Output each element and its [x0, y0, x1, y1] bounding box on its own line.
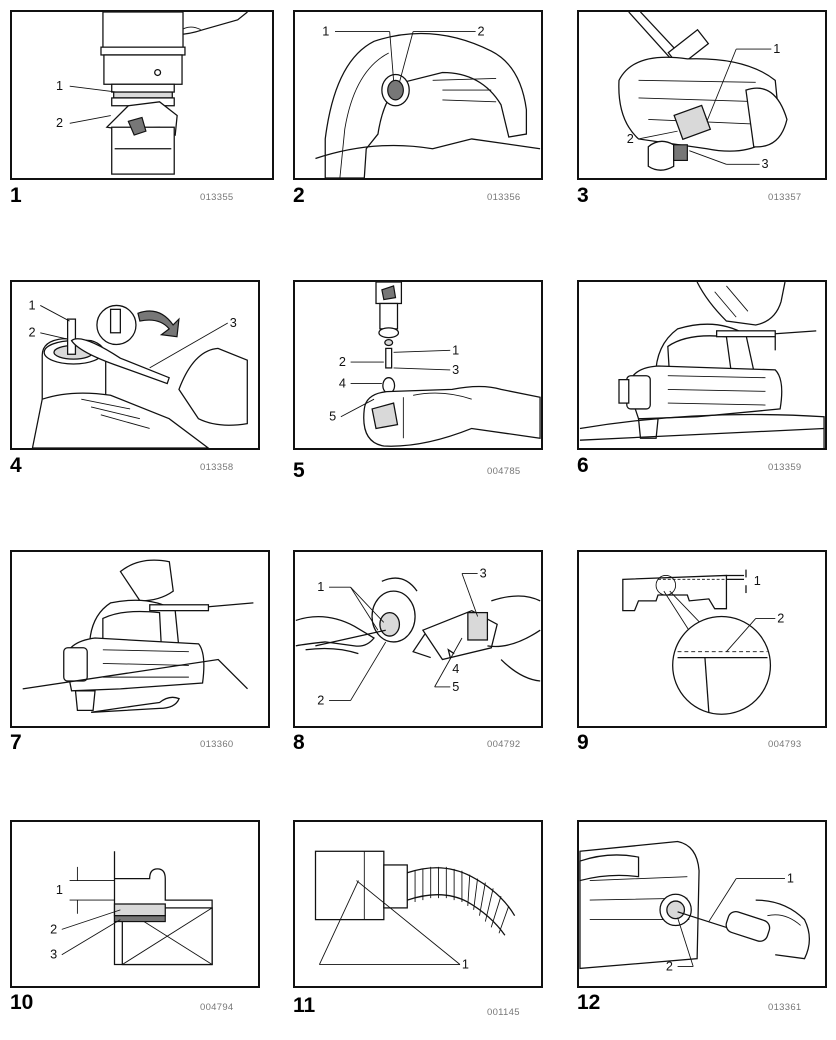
- figure-9-panel: 1 2: [577, 550, 827, 728]
- fig11-code: 001145: [487, 1007, 520, 1018]
- fig10-number: 10: [10, 991, 34, 1014]
- fig8-callout-5: 5: [452, 680, 459, 694]
- fig5-callout-1: 1: [452, 343, 459, 357]
- fig4-callout-2: 2: [29, 326, 36, 340]
- fig2-callout-1: 1: [322, 24, 329, 38]
- fig9-callout-1: 1: [754, 574, 761, 588]
- fig8-callout-2: 2: [317, 693, 324, 707]
- figure-1-panel: 1 2: [10, 10, 274, 180]
- fig9-callout-2: 2: [777, 611, 784, 625]
- figure-4-illustration: 1 2 3: [29, 298, 248, 448]
- fig12-callout-1: 1: [787, 872, 794, 886]
- figure-10-panel: 1 2 3: [10, 820, 260, 988]
- fig4-callout-3: 3: [230, 316, 237, 330]
- fig3-callout-1: 1: [773, 42, 780, 56]
- figure-12-panel: 1 2: [577, 820, 827, 988]
- figure-8-illustration: 1 2 3 4 5: [295, 566, 541, 707]
- fig5-callout-5: 5: [329, 410, 336, 424]
- fig1-number: 1: [10, 184, 22, 207]
- fig7-code: 013360: [200, 739, 234, 750]
- fig1-callout-1: 1: [56, 79, 63, 93]
- figure-3-panel: 1 2 3: [577, 10, 827, 180]
- fig3-callout-2: 2: [627, 132, 634, 146]
- fig8-callout-4: 4: [452, 662, 459, 676]
- fig8-number: 8: [293, 731, 305, 754]
- figure-8-panel: 1 2 3 4 5: [293, 550, 543, 728]
- fig11-callout-1: 1: [462, 957, 469, 971]
- fig2-code: 013356: [487, 192, 521, 203]
- fig10-callout-3: 3: [50, 948, 57, 962]
- figure-6-illustration: [579, 282, 825, 448]
- fig10-code: 004794: [200, 1002, 234, 1013]
- fig3-callout-3: 3: [762, 157, 769, 171]
- figure-7-illustration: [22, 559, 254, 713]
- fig3-code: 013357: [768, 192, 802, 203]
- figure-7-panel: [10, 550, 270, 728]
- figure-2-illustration: 1 2: [315, 24, 541, 178]
- figure-10-illustration: 1 2 3: [50, 851, 213, 966]
- figure-11-illustration: 1: [314, 850, 516, 971]
- figure-11-panel: 1: [293, 820, 543, 988]
- fig1-code: 013355: [200, 192, 234, 203]
- fig8-callout-3: 3: [480, 566, 487, 580]
- fig4-code: 013358: [200, 462, 234, 473]
- fig5-callout-2: 2: [339, 355, 346, 369]
- fig5-code: 004785: [487, 466, 521, 477]
- fig10-callout-1: 1: [56, 883, 63, 897]
- fig6-code: 013359: [768, 462, 802, 473]
- figure-9-illustration: 1 2: [622, 569, 784, 715]
- figure-1-illustration: 1 2: [56, 12, 248, 175]
- figure-12-illustration: 1 2: [579, 840, 811, 973]
- fig7-number: 7: [10, 731, 22, 754]
- fig2-number: 2: [293, 184, 305, 207]
- figure-6-panel: [577, 280, 827, 450]
- figure-5-panel: 1 2 3 4 5: [293, 280, 543, 450]
- fig4-number: 4: [10, 454, 22, 477]
- fig4-callout-1: 1: [29, 298, 36, 312]
- figure-5-illustration: 1 2 3 4 5: [329, 282, 541, 447]
- figure-2-panel: 1 2: [293, 10, 543, 180]
- fig9-code: 004793: [768, 739, 802, 750]
- fig12-callout-2: 2: [666, 959, 673, 973]
- fig5-number: 5: [293, 459, 305, 482]
- fig8-code: 004792: [487, 739, 521, 750]
- fig10-callout-2: 2: [50, 922, 57, 936]
- fig6-number: 6: [577, 454, 589, 477]
- fig1-callout-2: 2: [56, 116, 63, 130]
- figure-3-illustration: 1 2 3: [618, 12, 788, 171]
- fig9-number: 9: [577, 731, 589, 754]
- fig3-number: 3: [577, 184, 589, 207]
- fig12-number: 12: [577, 991, 601, 1014]
- fig12-code: 013361: [768, 1002, 802, 1013]
- fig5-callout-3: 3: [452, 363, 459, 377]
- fig8-callout-1: 1: [317, 580, 324, 594]
- fig11-number: 11: [293, 994, 316, 1017]
- figure-4-panel: 1 2 3: [10, 280, 260, 450]
- fig2-callout-2: 2: [478, 24, 485, 38]
- fig5-callout-4: 4: [339, 376, 346, 390]
